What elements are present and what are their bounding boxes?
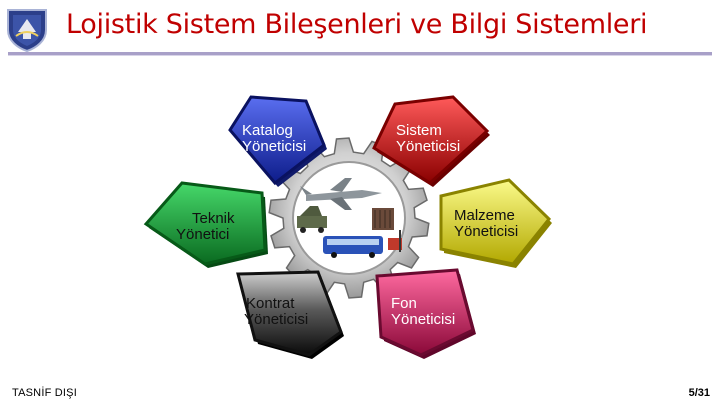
bus-icon — [323, 236, 383, 258]
component-sistem — [372, 95, 490, 187]
label-line: Katalog — [242, 122, 293, 139]
label-line: Yöneticisi — [244, 311, 309, 328]
label-line: Yöneticisi — [391, 311, 456, 328]
title-divider-shadow — [8, 55, 712, 56]
label-line: Yöneticisi — [242, 138, 307, 155]
component-teknik — [143, 181, 268, 268]
forklift-icon — [388, 230, 402, 252]
label-line: Yöneticisi — [454, 223, 519, 240]
title-divider — [8, 52, 712, 55]
cargo-container-icon — [372, 208, 394, 230]
fighter-jet-icon — [300, 178, 382, 210]
component-label-kontrat: Kontrat Yöneticisi — [244, 296, 308, 328]
component-fon — [375, 268, 476, 359]
label-line: Yöneticisi — [396, 138, 461, 155]
label-line: Yönetici — [176, 226, 230, 243]
institution-logo — [4, 6, 50, 53]
component-label-malzeme: Malzeme Yöneticisi — [454, 208, 518, 240]
component-label-katalog: Katalog Yöneticisi — [242, 123, 306, 155]
component-label-fon: Fon Yöneticisi — [391, 296, 455, 328]
page-title: Lojistik Sistem Bileşenleri ve Bilgi Sis… — [66, 9, 648, 40]
page-number: 5/31 — [688, 387, 710, 399]
component-katalog — [228, 95, 327, 187]
label-line: Teknik — [192, 210, 235, 227]
component-kontrat — [236, 270, 344, 359]
institution-emblem-icon — [7, 9, 47, 53]
component-malzeme — [439, 178, 552, 268]
classification-label: TASNİF DIŞI — [12, 387, 77, 399]
component-label-teknik: Teknik Yönetici — [176, 211, 235, 243]
military-vehicle-icon — [297, 206, 327, 233]
label-line: Kontrat — [246, 295, 295, 312]
label-line: Fon — [391, 295, 417, 312]
component-label-sistem: Sistem Yöneticisi — [396, 123, 460, 155]
label-line: Sistem — [396, 122, 442, 139]
label-line: Malzeme — [454, 207, 515, 224]
